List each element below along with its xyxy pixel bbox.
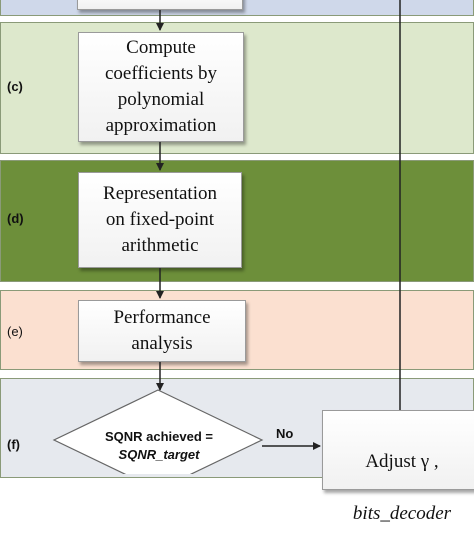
stage-e-label: (e) <box>7 324 23 339</box>
decision-text: SQNR achieved = SQNR_target <box>78 428 240 464</box>
stage-d-label: (d) <box>7 211 24 226</box>
decision-line-2: SQNR_target <box>118 447 200 462</box>
stage-f-label: (f) <box>7 437 20 452</box>
no-label: No <box>276 426 294 441</box>
adjust-line-1: Adjust γ , <box>365 451 439 472</box>
compute-coefficients-box: Compute coefficients by polynomial appro… <box>78 32 244 142</box>
adjust-line-2: bits_decoder <box>352 503 452 524</box>
fixed-point-representation-box: Representation on fixed-point arithmetic <box>78 172 242 268</box>
flow-connectors <box>52 0 401 474</box>
stage-c-label: (c) <box>7 79 23 94</box>
performance-analysis-box: Performance analysis <box>78 300 246 362</box>
stage-b-box <box>77 0 243 10</box>
sqnr-decision-diamond <box>52 389 264 474</box>
decision-line-1: SQNR achieved = <box>104 429 214 444</box>
